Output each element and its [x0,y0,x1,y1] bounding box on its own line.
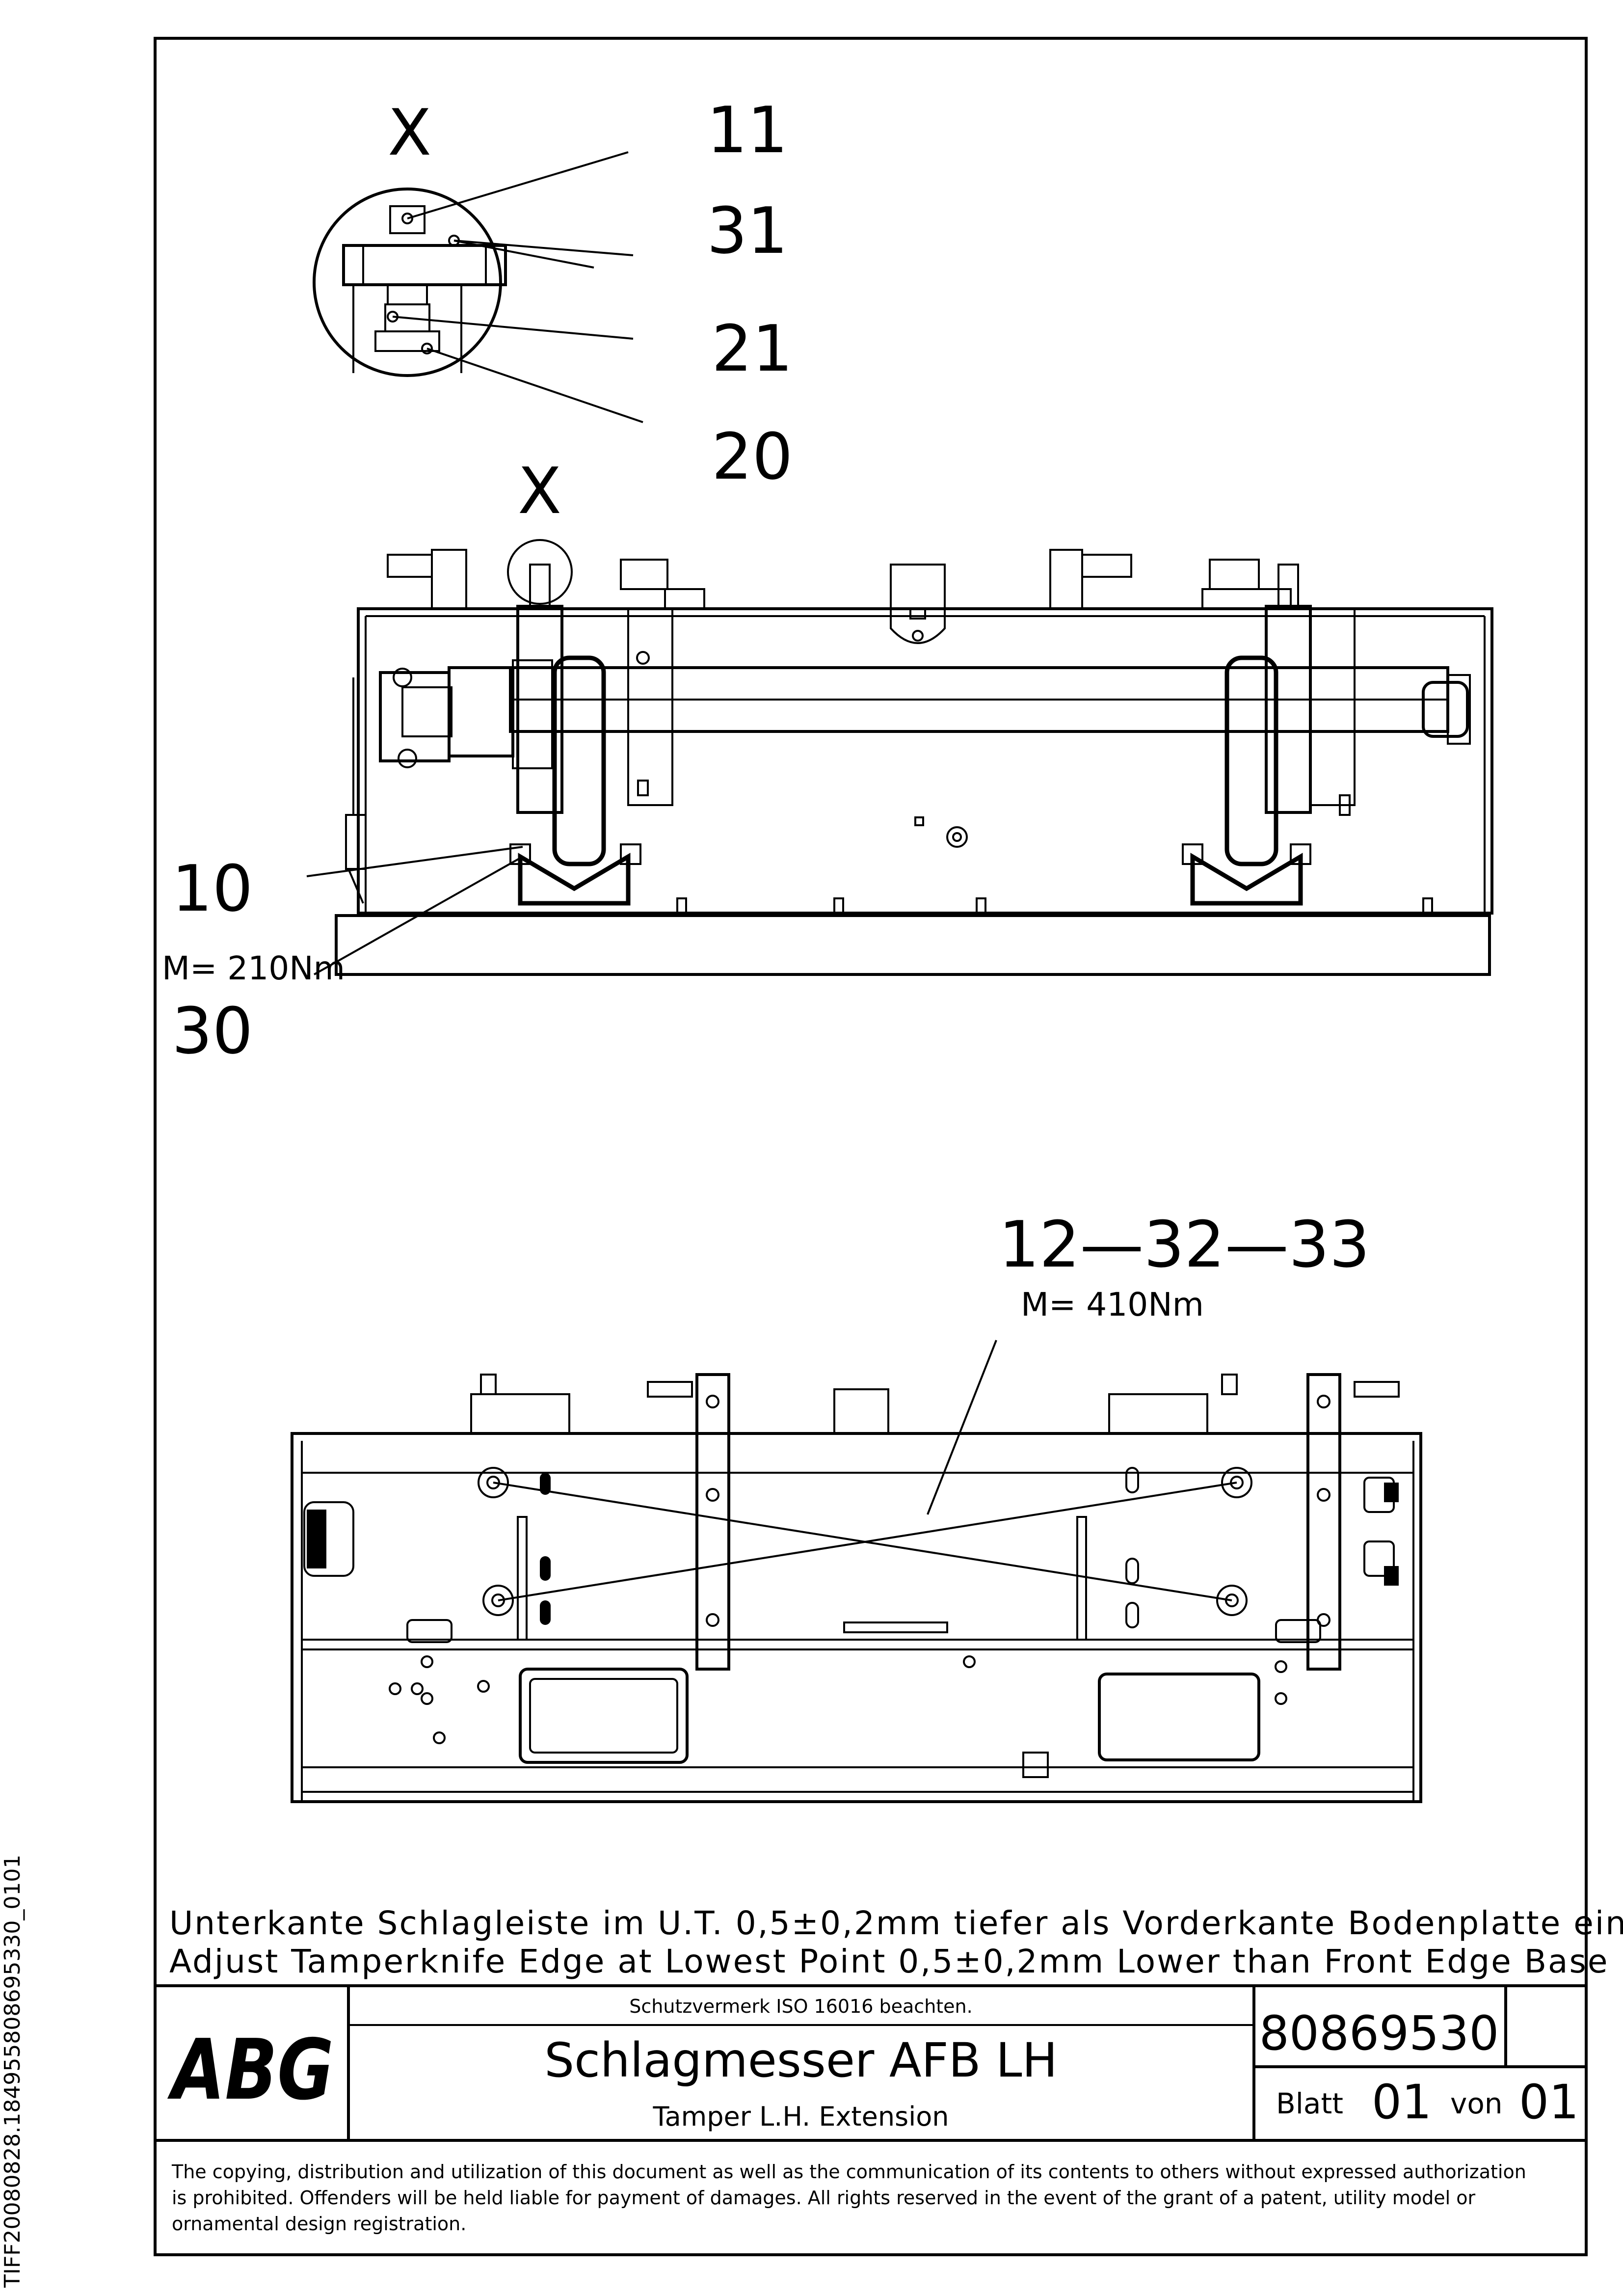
bolt-bottom-left [482,1585,514,1616]
detail-view-label: X [388,95,431,170]
leader-10 [306,846,523,877]
sheet-label: Blatt [1276,2087,1343,2120]
view-marker-x: X [518,454,561,528]
leader-31a [453,240,594,269]
company-logo: ABG [167,2022,334,2119]
leader-21 [392,316,634,340]
callout-31: 31 [707,193,788,268]
drawing-number: 80869530 [1259,2006,1499,2061]
top-view: X [162,454,1493,1068]
frame-bottom [291,1432,1422,1803]
torque-410: M= 410Nm [1021,1286,1204,1324]
sheet-number: 01 [1372,2075,1432,2130]
note-english: Adjust Tamperknife Edge at Lowest Point … [169,1943,1623,1980]
leader-20 [426,348,643,423]
copyright-line-1: The copying, distribution and utilizatio… [171,2161,1526,2183]
leader-11 [407,151,629,219]
callout-11: 11 [707,93,788,167]
torque-210: M= 210Nm [162,949,345,987]
bottom-view: 12—32—33 M= 410Nm [291,1207,1422,1803]
title-german: Schlagmesser AFB LH [544,2033,1058,2088]
title-block: ABG Schutzvermerk ISO 16016 beachten. Sc… [155,1984,1586,2142]
drawing-frame [154,37,1588,2256]
frame-body [357,607,1493,915]
bolt-top-right [1221,1467,1252,1498]
copyright-line-3: ornamental design registration. [172,2213,466,2235]
callout-30: 30 [172,994,253,1068]
sheet-total: 01 [1519,2075,1579,2130]
base-plate [335,914,1491,976]
side-identifier: TIFF20080828.184955808695330_0101 [0,1855,25,2288]
callout-12-32-33: 12—32—33 [999,1207,1370,1282]
copyright-line-2: is prohibited. Offenders will be held li… [172,2187,1476,2209]
leader-bottom [927,1340,997,1515]
cover-right [1098,1673,1260,1761]
leader-31b [453,240,634,256]
of-label: von [1450,2087,1503,2120]
detail-circle [313,188,502,377]
detail-x: X 11 31 21 20 [313,93,793,494]
title-english: Tamper L.H. Extension [653,2101,949,2132]
view-marker-circle [507,539,573,605]
protection-note: Schutzvermerk ISO 16016 beachten. [629,1996,972,2017]
leader-30 [314,856,523,975]
callout-10: 10 [172,851,253,926]
note-german: Unterkante Schlagleiste im U.T. 0,5±0,2m… [169,1904,1623,1942]
callout-21: 21 [712,311,793,386]
bolt-top-left [478,1467,509,1498]
cover-left [519,1668,689,1764]
bolt-bottom-right [1216,1585,1248,1616]
callout-20: 20 [712,419,793,494]
